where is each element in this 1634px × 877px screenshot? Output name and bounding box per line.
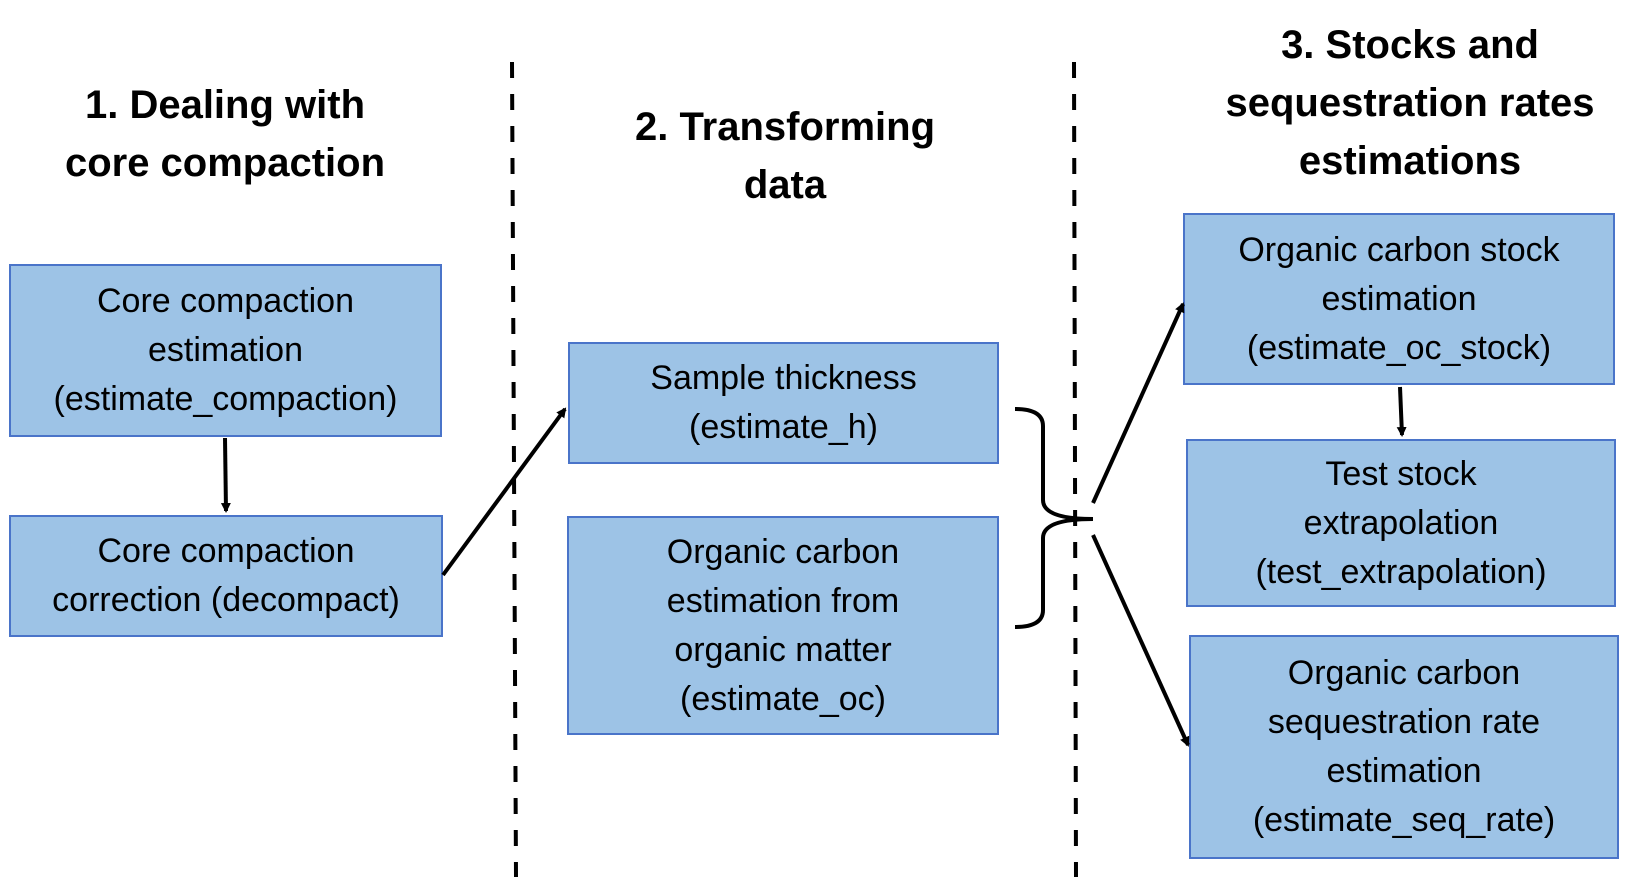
box-sequestration-rate-estimation-line-3: estimation bbox=[1326, 752, 1482, 790]
box-organic-carbon-from-organic-matter-line-3: organic matter bbox=[674, 630, 892, 669]
box-sample-thickness-line-2: (estimate_h) bbox=[689, 408, 878, 446]
box-core-compaction-estimation-line-3: (estimate_compaction) bbox=[53, 380, 398, 418]
box-core-compaction-correction-line-1: Core compaction bbox=[97, 532, 355, 570]
box-organic-carbon-stock-estimation-line-3: (estimate_oc_stock) bbox=[1246, 328, 1552, 367]
box-sequestration-rate-estimation-line-4: (estimate_seq_rate) bbox=[1252, 801, 1556, 839]
heading-step-3: 3. Stocks and sequestration rates estima… bbox=[1180, 16, 1634, 190]
box-organic-carbon-stock-estimation: Organic carbon stock estimation (estimat… bbox=[1183, 213, 1615, 385]
heading-step-3-line-2: sequestration rates bbox=[1225, 81, 1595, 125]
arrow-correction-to-sample-thickness bbox=[441, 407, 567, 577]
box-core-compaction-estimation: Core compaction estimation (estimate_com… bbox=[9, 264, 442, 437]
heading-step-2-line-2: data bbox=[743, 163, 827, 207]
box-organic-carbon-from-organic-matter-line-1: Organic carbon bbox=[666, 532, 900, 571]
box-core-compaction-estimation-line-1: Core compaction bbox=[96, 282, 354, 320]
box-test-stock-extrapolation-line-2: extrapolation bbox=[1303, 503, 1499, 542]
arrow-bracket-to-sequestration-rate bbox=[1091, 534, 1190, 747]
box-test-stock-extrapolation: Test stock extrapolation (test_extrapola… bbox=[1186, 439, 1616, 607]
box-test-stock-extrapolation-line-3: (test_extrapolation) bbox=[1255, 552, 1547, 591]
box-sequestration-rate-estimation-line-1: Organic carbon bbox=[1287, 654, 1521, 692]
box-organic-carbon-stock-estimation-line-2: estimation bbox=[1321, 279, 1477, 318]
section-divider-right bbox=[1072, 61, 1078, 877]
box-organic-carbon-from-organic-matter: Organic carbon estimation from organic m… bbox=[567, 516, 999, 735]
box-sequestration-rate-estimation: Organic carbon sequestration rate estima… bbox=[1189, 635, 1619, 859]
heading-step-1-line-2: core compaction bbox=[64, 141, 386, 185]
section-divider-left bbox=[510, 61, 518, 877]
box-sample-thickness-line-1: Sample thickness bbox=[650, 359, 917, 397]
heading-step-2: 2. Transforming data bbox=[585, 98, 985, 214]
box-core-compaction-correction-line-2: correction (decompact) bbox=[52, 581, 400, 619]
box-core-compaction-estimation-line-2: estimation bbox=[148, 331, 303, 369]
box-test-stock-extrapolation-line-1: Test stock bbox=[1325, 454, 1477, 493]
heading-step-3-line-1: 3. Stocks and bbox=[1281, 23, 1539, 67]
arrow-estimation-to-correction bbox=[220, 437, 231, 513]
box-organic-carbon-from-organic-matter-line-4: (estimate_oc) bbox=[680, 679, 886, 718]
heading-step-1: 1. Dealing with core compaction bbox=[25, 76, 425, 192]
box-sequestration-rate-estimation-line-2: sequestration rate bbox=[1267, 703, 1541, 741]
box-sample-thickness: Sample thickness (estimate_h) bbox=[568, 342, 999, 464]
arrow-bracket-to-oc-stock bbox=[1091, 302, 1185, 504]
heading-step-2-line-1: 2. Transforming bbox=[634, 105, 936, 149]
heading-step-3-line-3: estimations bbox=[1298, 139, 1522, 183]
arrow-oc-stock-to-test-extrapolation bbox=[1396, 386, 1407, 437]
bracket-step-2-outputs bbox=[1014, 407, 1094, 629]
box-core-compaction-correction: Core compaction correction (decompact) bbox=[9, 515, 443, 637]
heading-step-1-line-1: 1. Dealing with bbox=[84, 83, 366, 127]
box-organic-carbon-stock-estimation-line-1: Organic carbon stock bbox=[1238, 230, 1560, 269]
box-organic-carbon-from-organic-matter-line-2: estimation from bbox=[666, 581, 900, 620]
